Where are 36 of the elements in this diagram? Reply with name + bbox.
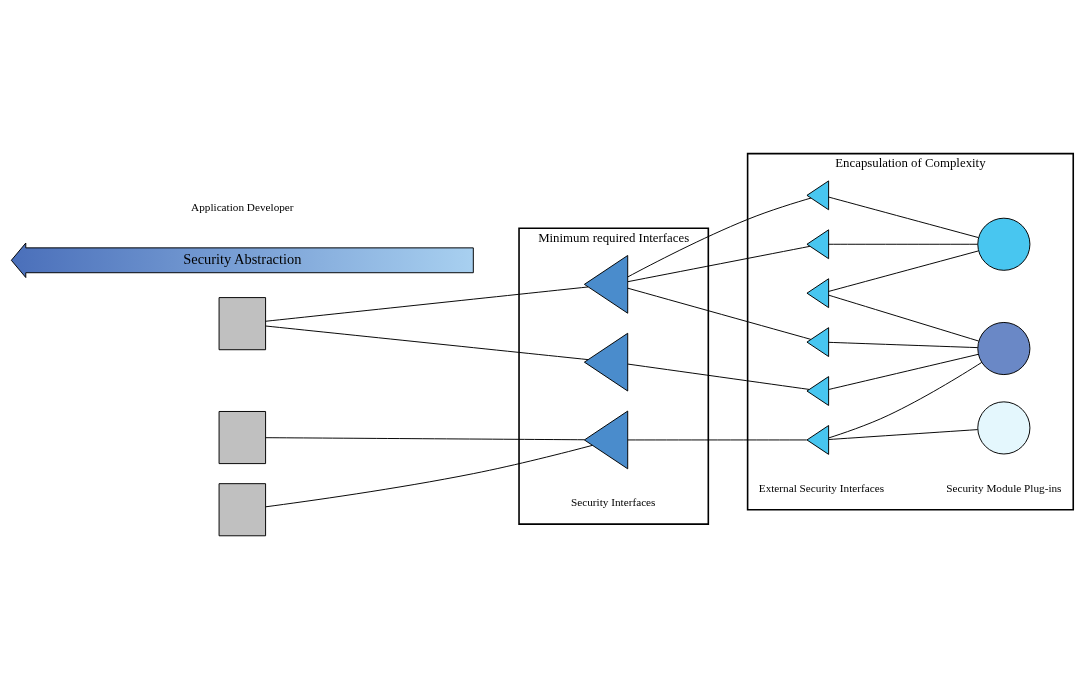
label: Application Developer (191, 200, 294, 213)
node-triangle (583, 332, 629, 391)
node-box (218, 410, 267, 464)
connector (828, 294, 980, 342)
node-triangle (806, 424, 830, 455)
node-circle (977, 400, 1031, 454)
connector (828, 196, 979, 238)
connector (627, 197, 812, 277)
connector (627, 245, 811, 282)
connector (828, 361, 983, 438)
node-circle (977, 217, 1031, 271)
node-triangle (806, 326, 830, 357)
connector (627, 287, 812, 340)
connector (265, 285, 589, 322)
node-triangle (806, 375, 830, 406)
connector (828, 243, 979, 245)
connector (828, 353, 979, 390)
node-box (218, 296, 267, 350)
connector (627, 438, 808, 440)
node-circle (977, 321, 1031, 375)
connector (828, 249, 979, 292)
node-triangle (806, 228, 830, 259)
connector (265, 325, 589, 360)
node-triangle (806, 179, 830, 210)
node-triangle (583, 254, 629, 314)
node-box (218, 482, 267, 536)
label: External Security Interfaces (758, 481, 885, 494)
node-triangle (583, 410, 629, 469)
node-triangle (806, 277, 830, 308)
connector (828, 341, 979, 348)
connector (828, 428, 979, 440)
label: Security Interfaces (571, 495, 656, 508)
connector (627, 363, 810, 390)
label: Security Module Plug-ins (946, 481, 1062, 494)
connector (265, 444, 593, 507)
connector (265, 436, 586, 440)
